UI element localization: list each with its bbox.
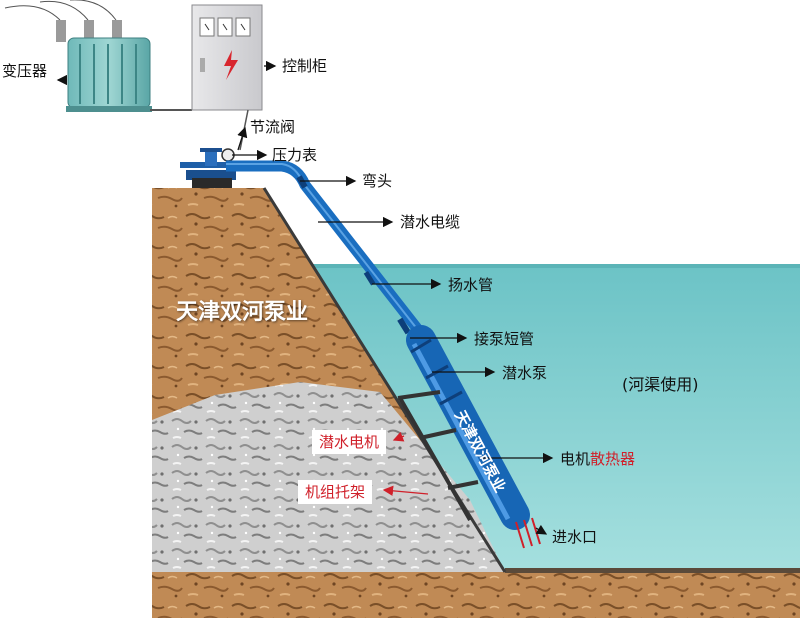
label-radiator-red: 散热器 [590,450,636,468]
control-cabinet-unit [191,4,263,111]
pump-body [406,325,530,530]
label-submersible-cable: 潜水电缆 [400,213,461,231]
label-river-use: (河渠使用) [622,375,699,394]
label-throttle-valve: 节流阀 [250,118,296,136]
riverbed-edge [505,568,800,573]
label-submersible-pump: 潜水泵 [502,364,548,382]
label-motor-radiator: 电机散热器 [560,450,635,468]
transformer-unit [4,0,152,112]
callout-unit-bracket: 机组托架 [298,480,373,504]
label-motor-prefix: 电机 [560,450,591,468]
label-riser-pipe: 扬水管 [448,276,494,294]
label-transformer: 变压器 [2,62,48,80]
unit-bracket-structure [397,390,479,521]
riverbed-soil [152,572,800,618]
callout-submersible-motor: 潜水电机 [312,430,387,454]
brand-watermark-embankment: 天津双河泵业 [176,300,309,325]
leader-lines [56,60,554,535]
label-pressure-gauge: 压力表 [272,146,318,164]
water-surface [270,264,800,268]
red-leader-lines [382,431,429,497]
label-control-cabinet: 控制柜 [282,57,328,75]
label-elbow: 弯头 [362,172,393,190]
label-water-inlet: 进水口 [552,528,598,546]
label-pump-short-pipe: 接泵短管 [474,330,535,348]
gravel-layer [152,382,505,572]
